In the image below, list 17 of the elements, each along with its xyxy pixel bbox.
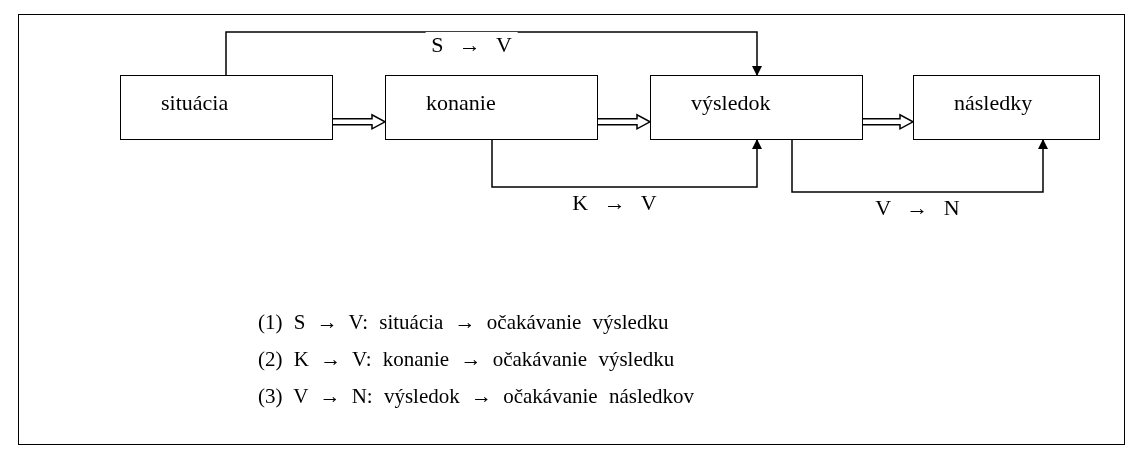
process-box: [120, 75, 333, 140]
arrow: [491, 139, 762, 188]
arrow: [791, 139, 1048, 193]
note-text: (2) K → V: konanie → očakávanie výsledku: [258, 347, 675, 372]
node-label: výsledok: [691, 90, 771, 116]
process-box: [650, 75, 863, 140]
hollow-arrow: [862, 113, 915, 131]
process-box: [385, 75, 598, 140]
arrow: [225, 31, 762, 76]
process-box: [913, 75, 1100, 140]
hollow-arrow: [332, 113, 387, 131]
node-label: konanie: [426, 90, 496, 116]
note-text: (1) S → V: situácia → očakávanie výsledku: [258, 310, 669, 335]
hollow-arrow: [597, 113, 652, 131]
node-label: situácia: [161, 90, 229, 116]
node-label: následky: [954, 90, 1033, 116]
note-text: (3) V → N: výsledok → očakávanie následkov: [258, 384, 695, 409]
